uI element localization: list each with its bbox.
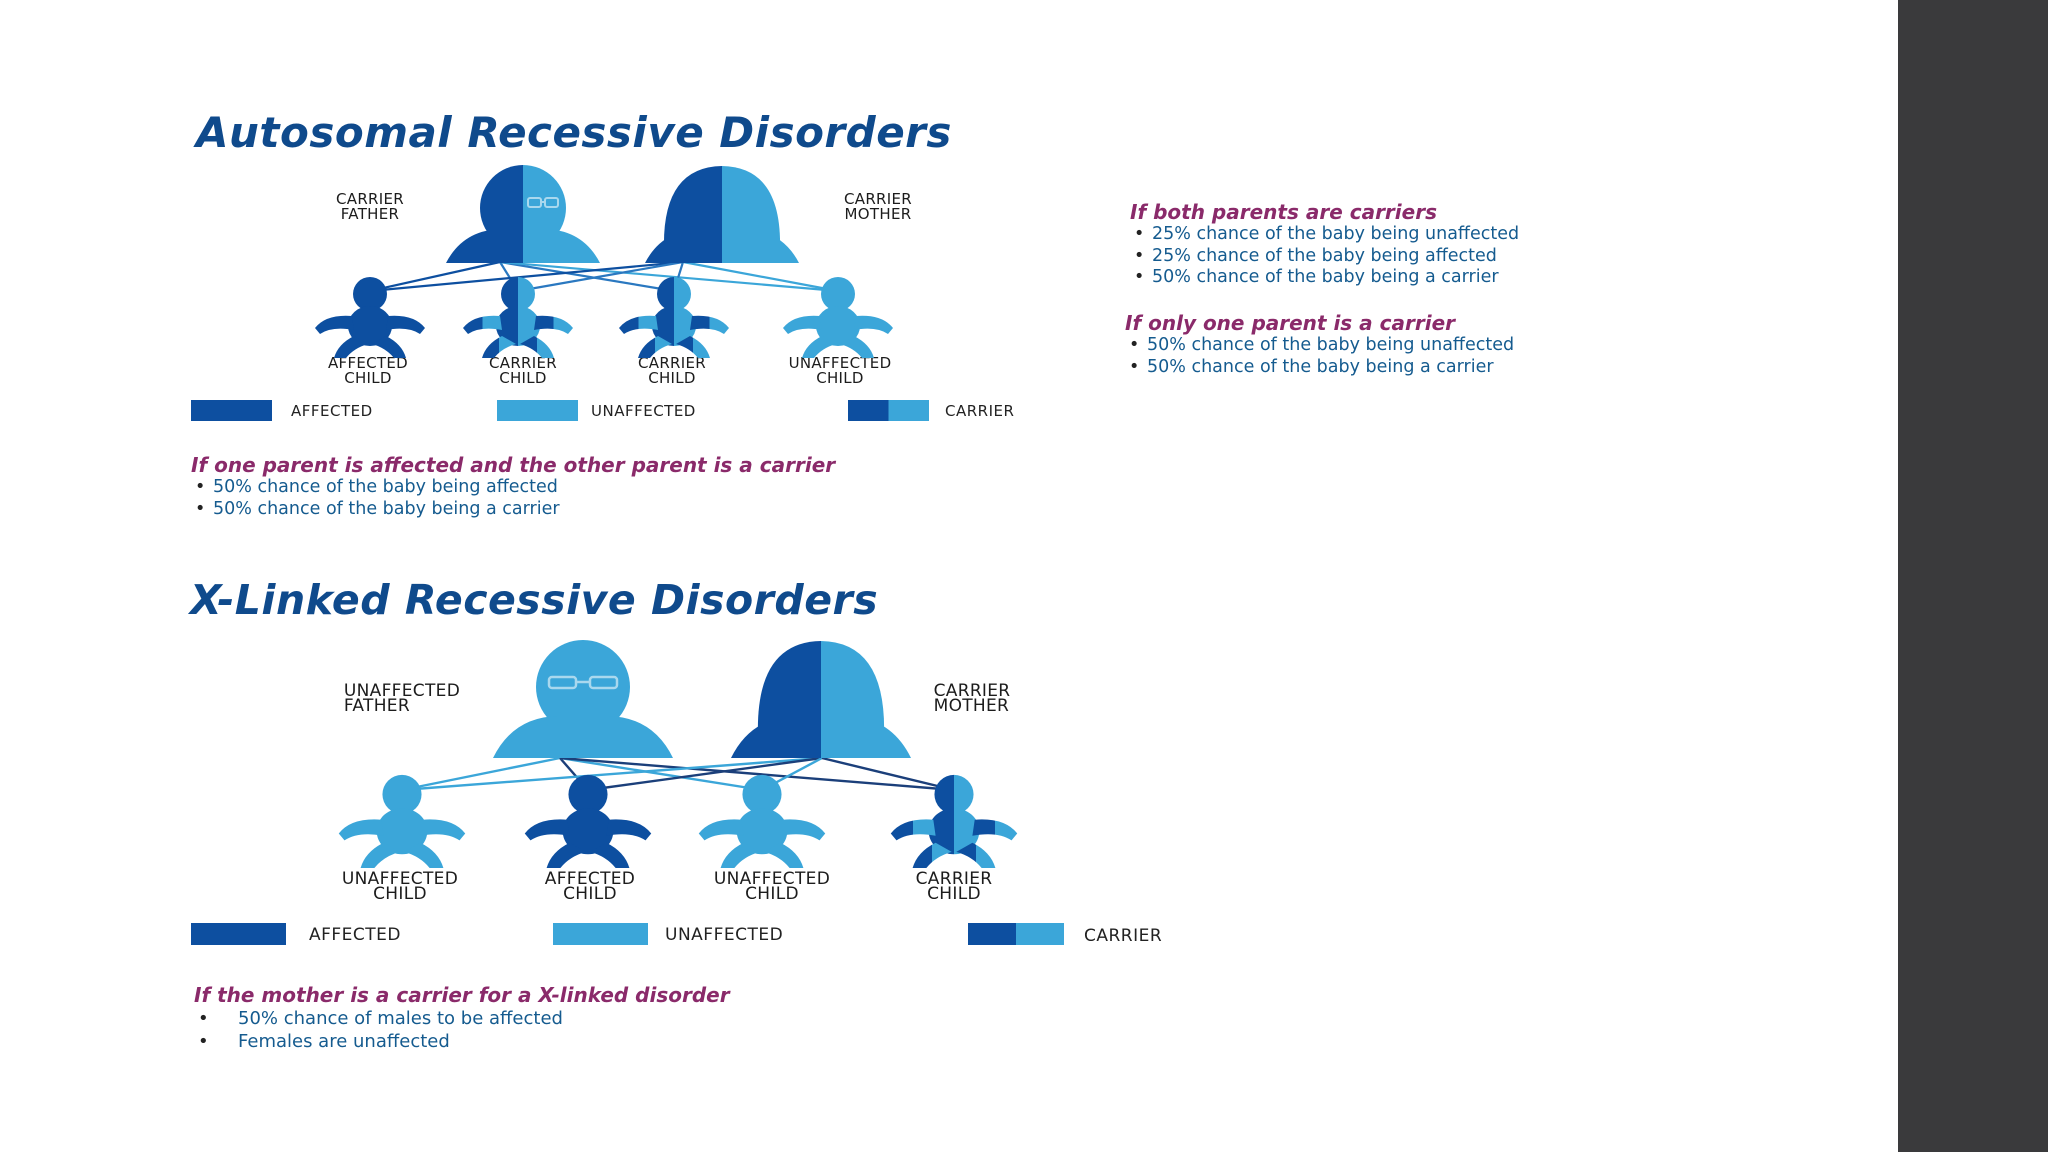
note-one-carrier: If only one parent is a carrier 50% chan… — [1125, 311, 1514, 378]
legend-unaffected-label: UNAFFECTED — [591, 402, 696, 420]
note-xlinked-mother-carrier: If the mother is a carrier for a X-linke… — [194, 983, 730, 1053]
xlinked-child-icon — [890, 774, 1018, 868]
legend-unaffected-swatch — [497, 400, 578, 421]
autosomal-child-icon — [783, 277, 893, 358]
inheritance-line — [499, 260, 675, 293]
xlinked-child-icon — [338, 774, 466, 868]
note-item: 50% chance of the baby being a carrier — [1130, 267, 1519, 289]
autosomal-father-icon — [446, 165, 600, 263]
xlinked-title: X-Linked Recessive Disorders — [190, 576, 879, 624]
right-side-panel — [1898, 0, 2048, 1152]
note-item: 50% chance of the baby being a carrier — [1125, 357, 1514, 379]
note-item: Females are unaffected — [194, 1030, 730, 1053]
xlinked-inheritance-lines — [401, 756, 955, 792]
legend-affected-label: AFFECTED — [291, 402, 373, 420]
autosomal-child-icon — [315, 277, 425, 358]
inheritance-line — [369, 260, 684, 293]
legend-carrier-label: CARRIER — [1084, 926, 1163, 946]
inheritance-line — [559, 756, 955, 792]
inheritance-line — [517, 260, 684, 293]
note-item: 50% chance of the baby being unaffected — [1125, 335, 1514, 357]
inheritance-line — [682, 260, 839, 293]
legend-carrier-swatch — [848, 400, 929, 421]
autosomal-title: Autosomal Recessive Disorders — [196, 108, 952, 157]
xlinked-child-icon — [698, 774, 826, 868]
legend-unaffected-label: UNAFFECTED — [665, 925, 784, 945]
note-heading: If both parents are carriers — [1130, 200, 1437, 224]
inheritance-line — [559, 756, 763, 792]
xlinked-child-icon — [524, 774, 652, 868]
autosomal-inheritance-lines — [369, 260, 839, 293]
inheritance-line — [401, 756, 823, 792]
note-item: 25% chance of the baby being affected — [1130, 246, 1519, 268]
autosomal-child-icon — [619, 277, 729, 358]
legend-unaffected-swatch — [553, 923, 648, 945]
autosomal-child-icon — [463, 277, 573, 358]
legend-carrier-swatch — [968, 923, 1064, 945]
note-affected-and-carrier: If one parent is affected and the other … — [191, 453, 835, 520]
note-item: 50% chance of the baby being affected — [191, 477, 835, 499]
inheritance-line — [401, 756, 561, 792]
inheritance-line — [369, 260, 501, 293]
note-heading: If the mother is a carrier for a X-linke… — [194, 983, 730, 1007]
legend-affected-swatch — [191, 400, 272, 421]
autosomal-mother-icon — [645, 166, 799, 263]
inheritance-line — [821, 756, 955, 792]
note-item: 50% chance of the baby being a carrier — [191, 499, 835, 521]
legend-affected-swatch — [191, 923, 286, 945]
note-item: 50% chance of males to be affected — [194, 1007, 730, 1030]
note-item: 25% chance of the baby being unaffected — [1130, 224, 1519, 246]
xlinked-father-icon — [493, 640, 673, 758]
legend-affected-label: AFFECTED — [309, 925, 402, 945]
inheritance-line — [499, 260, 839, 293]
inheritance-line — [587, 756, 823, 792]
note-heading: If one parent is affected and the other … — [191, 453, 836, 477]
note-both-carriers: If both parents are carriers 25% chance … — [1130, 200, 1519, 289]
note-heading: If only one parent is a carrier — [1125, 311, 1455, 335]
legend-carrier-label: CARRIER — [945, 402, 1015, 420]
xlinked-mother-icon — [731, 641, 911, 758]
